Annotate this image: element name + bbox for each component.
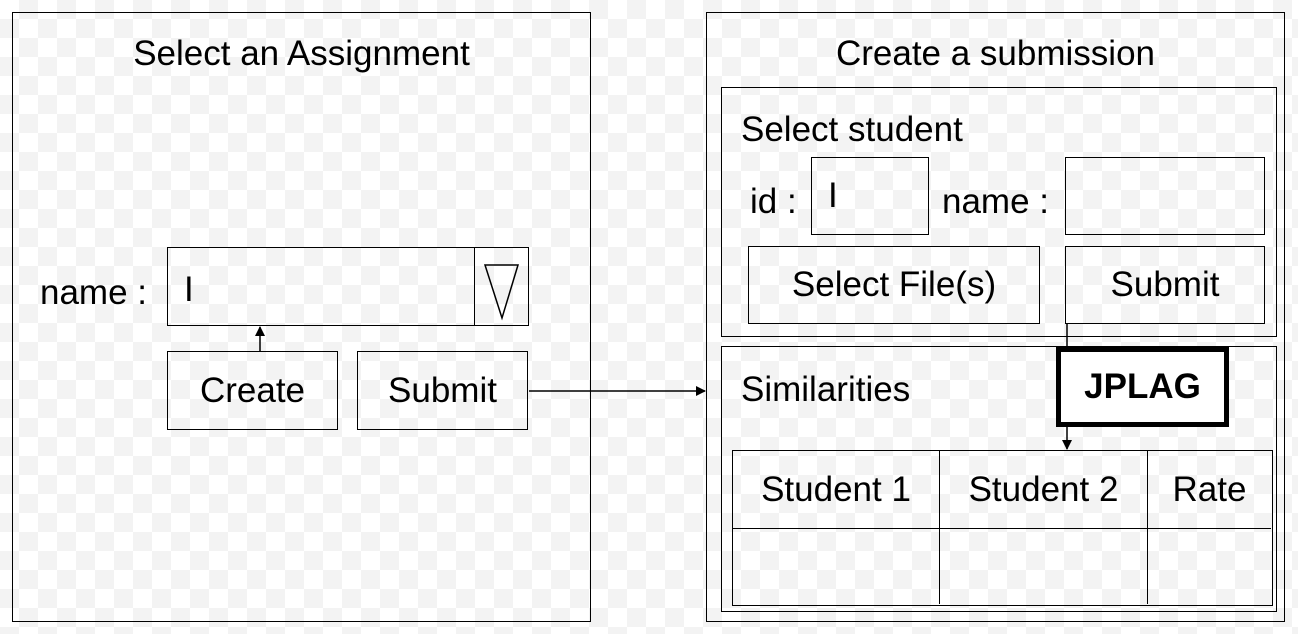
triangle-down-icon[interactable] <box>476 248 528 324</box>
submit-student-button[interactable]: Submit <box>1065 246 1265 324</box>
id-label: id : <box>750 182 797 221</box>
name-label: name : <box>942 182 1049 221</box>
student-id-input[interactable]: I <box>811 157 929 235</box>
select-assignment-panel <box>12 12 591 622</box>
section-title: Select student <box>741 110 963 149</box>
create-button[interactable]: Create <box>167 351 338 430</box>
panel-title: Create a submission <box>835 34 1156 73</box>
name-label: name : <box>40 273 147 312</box>
create-submission-panel <box>706 12 1285 622</box>
assignment-name-select[interactable]: I <box>167 247 529 326</box>
table-cell <box>733 529 940 604</box>
similarities-table: Student 1 Student 2 Rate <box>732 450 1273 606</box>
similarities-section <box>721 346 1277 612</box>
dropdown-divider <box>474 247 475 326</box>
table-cell <box>940 529 1148 604</box>
section-title: Similarities <box>741 370 911 409</box>
table-header-student-1: Student 1 <box>733 451 940 529</box>
table-header-student-2: Student 2 <box>940 451 1148 529</box>
submit-assignment-button[interactable]: Submit <box>357 351 528 430</box>
select-files-button[interactable]: Select File(s) <box>748 246 1040 324</box>
assignment-name-value: I <box>184 270 194 309</box>
jplag-label: JPLAG <box>1056 347 1229 427</box>
select-student-section <box>721 87 1277 337</box>
panel-title: Select an Assignment <box>133 34 470 73</box>
table-header-rate: Rate <box>1148 451 1271 529</box>
student-name-input[interactable] <box>1065 157 1265 235</box>
